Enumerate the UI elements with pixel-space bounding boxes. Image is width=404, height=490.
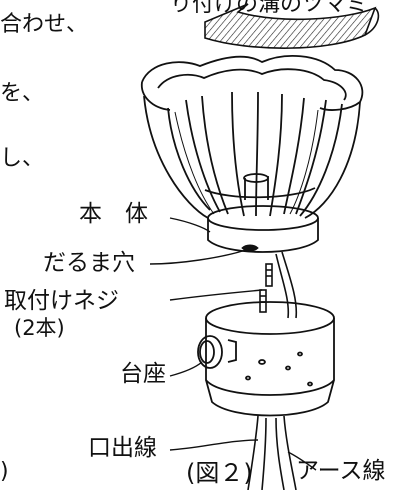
rotation-arrow	[204, 3, 380, 49]
label-keyhole: だるま穴	[43, 250, 135, 276]
instruction-fragment-paren: )	[0, 459, 9, 484]
label-earth-wire: アース線	[296, 458, 386, 484]
leader-lead-wire	[169, 439, 259, 451]
lamp-shade	[140, 54, 364, 219]
leader-screw	[169, 289, 263, 301]
leader-body	[169, 217, 211, 233]
label-screw-count: (2本)	[14, 316, 65, 340]
label-base: 台座	[120, 361, 166, 387]
lamp-body-unit	[207, 205, 319, 253]
instruction-fragment-2: 合わせ、	[0, 12, 89, 37]
leader-lines	[149, 217, 317, 471]
instruction-fragment-3: を、	[0, 81, 45, 106]
label-body: 本 体	[79, 201, 148, 227]
figure-caption: (図２)	[186, 459, 253, 487]
instruction-fragment-4: し、	[0, 146, 45, 171]
instruction-fragment-1: り付けの溝のツマミ	[170, 0, 369, 17]
lead-wires	[247, 415, 297, 490]
screws-and-wires	[259, 251, 298, 319]
leader-keyhole	[149, 249, 247, 265]
label-lead-wire: 口出線	[88, 435, 157, 461]
base-mount	[197, 301, 335, 417]
leader-base	[169, 361, 203, 377]
leader-earth-wire	[287, 451, 317, 471]
label-mounting-screw: 取付けネジ	[4, 288, 119, 314]
